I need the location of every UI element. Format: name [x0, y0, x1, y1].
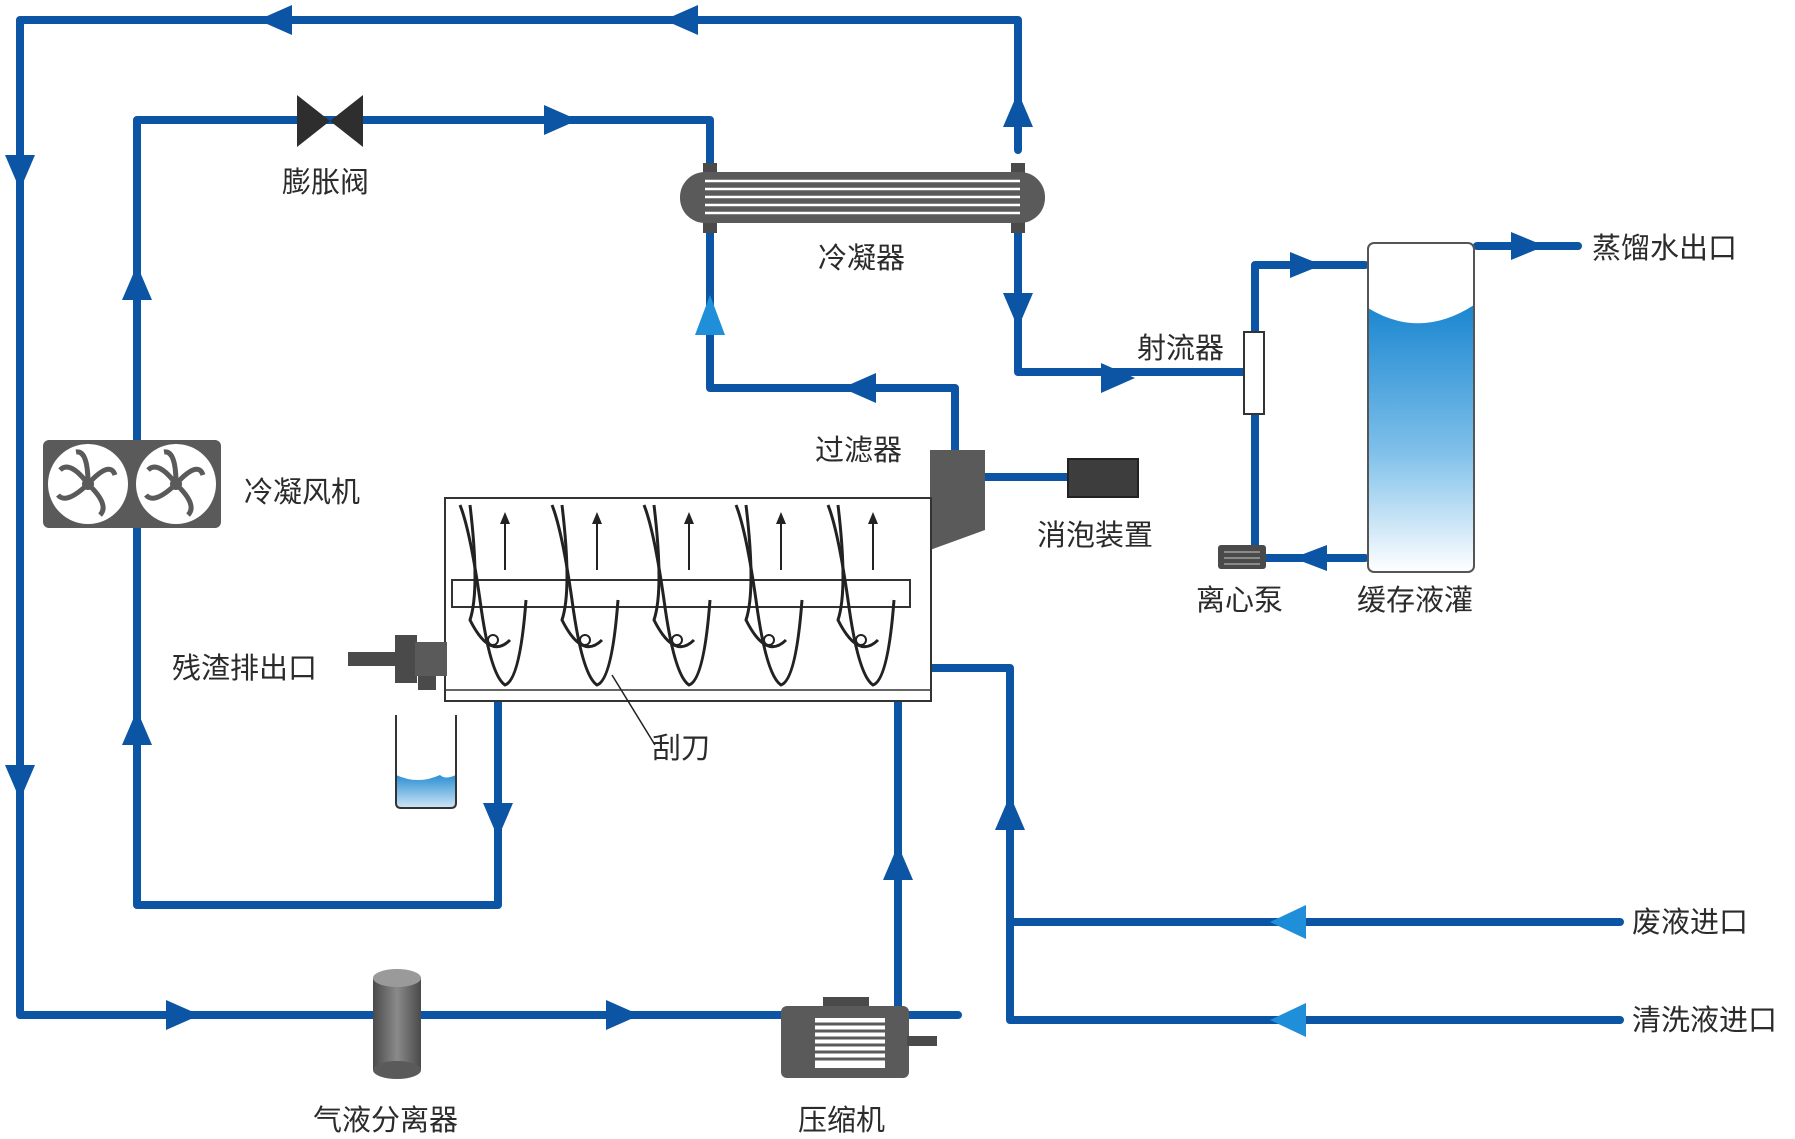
label-buffer-tank: 缓存液灌 [1357, 583, 1473, 617]
label-distilled-water-outlet: 蒸馏水出口 [1592, 231, 1737, 265]
label-residue-outlet: 残渣排出口 [172, 651, 317, 685]
scraper-blades [458, 504, 896, 687]
buffer-tank-icon [1367, 242, 1475, 573]
label-waste-liquid-inlet: 废液进口 [1632, 905, 1748, 939]
label-compressor: 压缩机 [798, 1103, 885, 1137]
ejector-icon [1243, 331, 1265, 415]
label-expansion-valve: 膨胀阀 [282, 165, 369, 199]
evaporator-icon [444, 497, 932, 702]
defoamer-icon [1067, 458, 1139, 498]
compressor-icon [781, 997, 937, 1078]
label-centrifugal-pump: 离心泵 [1196, 583, 1283, 617]
residue-beaker-icon [395, 715, 457, 809]
gas-liquid-separator-icon [373, 969, 421, 1079]
flow-arrows [5, 5, 1545, 1037]
label-defoamer: 消泡装置 [1037, 518, 1153, 552]
vapor-arrows [504, 520, 874, 570]
label-scraper: 刮刀 [652, 731, 710, 765]
scraper-leader-line [611, 674, 656, 746]
label-ejector: 射流器 [1137, 331, 1224, 365]
liquid-pipes [928, 242, 1624, 1024]
expansion-valve-icon [297, 95, 363, 147]
label-gas-liquid-separator: 气液分离器 [313, 1103, 458, 1137]
centrifugal-pump-icon [1218, 545, 1266, 569]
label-condenser: 冷凝器 [818, 241, 905, 275]
label-condenser-fan: 冷凝风机 [244, 475, 360, 509]
label-cleaning-liquid-inlet: 清洗液进口 [1632, 1003, 1777, 1037]
residue-outlet-icon [348, 635, 447, 690]
label-filter: 过滤器 [815, 433, 902, 467]
condenser-icon [680, 163, 1045, 233]
condenser-fan-icon [43, 440, 221, 528]
filter-icon [930, 450, 985, 550]
